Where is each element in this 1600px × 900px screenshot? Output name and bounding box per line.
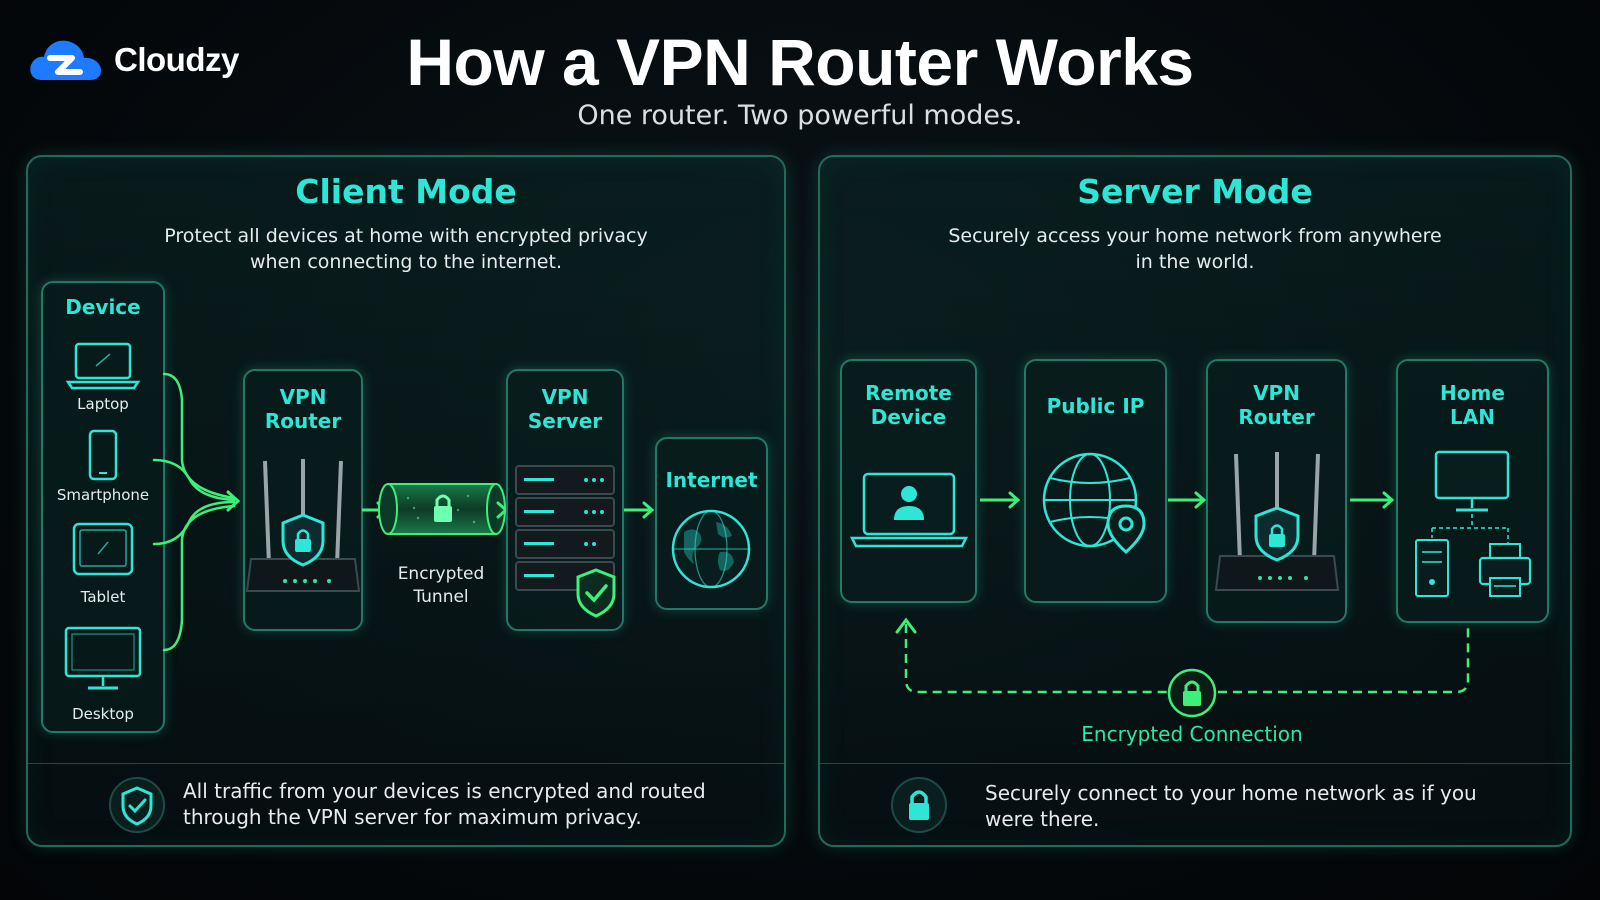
remote-device-label-2: Device [870,405,947,429]
encrypted-connection-label: Encrypted Connection [1081,722,1303,746]
remote-device-label-1: Remote [865,381,952,405]
device-label-smartphone: Smartphone [56,486,150,504]
brand-name: Cloudzy [114,41,239,78]
home-lan-label-2: LAN [1450,405,1495,429]
desktop-icon [64,626,142,690]
client-mode-description-1: Protect all devices at home with encrypt… [164,225,648,247]
server-mode-description-2: in the world. [1135,251,1255,273]
globe-icon [671,509,751,589]
globe-location-icon [1042,452,1146,555]
client-footer-text-2: through the VPN server for maximum priva… [183,805,642,829]
page-subtitle: One router. Two powerful modes. [577,100,1023,131]
server-footer-text-2: were there. [985,807,1100,831]
server-to-internet-arrow [624,501,655,519]
client-vpn-router-label-1: VPN [279,385,327,409]
server-rack-icon [515,465,616,618]
server-router-icon [1214,452,1340,591]
smartphone-icon [88,429,118,481]
device-label-tablet: Tablet [80,588,126,606]
cloud-logo-icon [30,40,102,80]
server-vpn-router-label-1: VPN [1253,381,1300,405]
remote-laptop-user-icon [849,472,969,548]
encrypted-tunnel-icon [378,483,506,535]
tunnel-label-1: Encrypted [397,564,485,584]
laptop-icon [65,342,141,390]
public-ip-label: Public IP [1046,394,1145,418]
device-label-laptop: Laptop [77,395,129,413]
encrypted-connection-loop [895,617,1470,694]
brand-logo: Cloudzy [28,30,258,90]
internet-label: Internet [665,468,758,492]
home-lan-label-1: Home [1440,381,1505,405]
vpn-server-label-2: Server [527,409,603,433]
encrypted-connection-lock-icon [1167,668,1217,718]
client-footer-shield-icon [109,777,165,833]
server-footer-divider [820,763,1570,764]
vpn-server-label-1: VPN [541,385,589,409]
server-footer-lock-icon [891,777,947,833]
device-group-box [41,281,165,733]
server-footer-text-1: Securely connect to your home network as… [985,781,1477,805]
server-mode-description-1: Securely access your home network from a… [948,225,1442,247]
device-group-label: Device [65,295,141,319]
publicip-to-router-arrow [1168,491,1207,509]
tunnel-label-2: Tunnel [413,587,469,607]
client-mode-description-2: when connecting to the internet. [249,251,562,273]
device-label-desktop: Desktop [72,705,134,723]
client-router-icon [245,459,361,592]
home-lan-network-icon [1415,450,1532,597]
server-vpn-router-label-2: Router [1238,405,1315,429]
remote-to-publicip-arrow [980,491,1021,509]
client-footer-divider [28,763,784,764]
client-vpn-router-label-2: Router [264,409,342,433]
device-connector-lines [152,372,241,652]
server-mode-title: Server Mode [1077,172,1313,211]
client-mode-title: Client Mode [295,172,517,211]
router-to-homelan-arrow [1350,491,1395,509]
tablet-icon [72,522,134,576]
client-footer-text-1: All traffic from your devices is encrypt… [183,779,706,803]
page-title: How a VPN Router Works [406,25,1194,99]
